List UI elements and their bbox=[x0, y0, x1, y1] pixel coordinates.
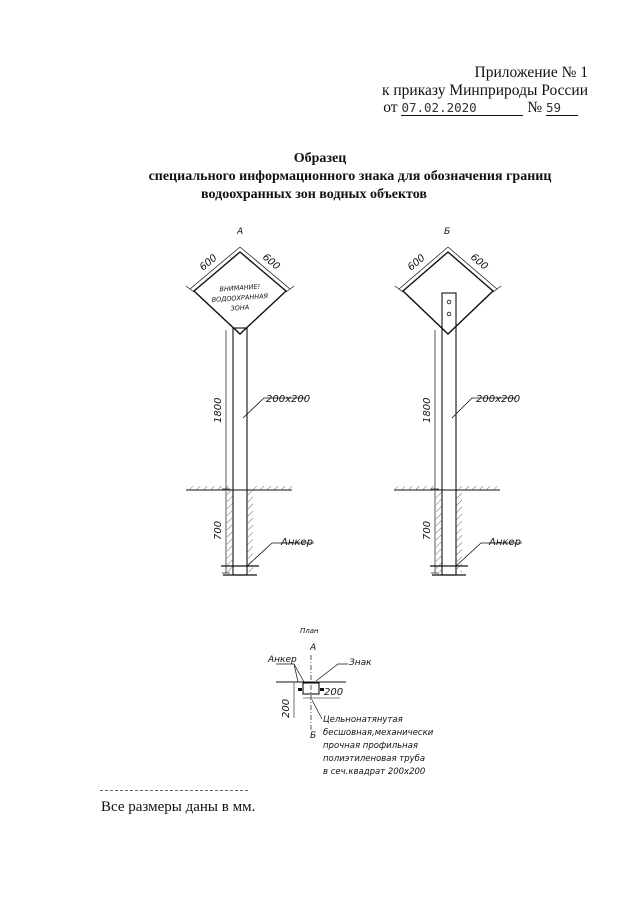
plan-anchor-label: Анкер bbox=[267, 655, 297, 665]
plan-sign-label: Знак bbox=[349, 658, 372, 668]
plan-title: План bbox=[300, 627, 319, 635]
post-a-size: 200х200 bbox=[266, 394, 310, 405]
plan-post bbox=[302, 682, 320, 695]
doc-subtitle-line2: водоохранных зон водных объектов bbox=[201, 187, 427, 202]
doc-subtitle-line1: специального информационного знака для о… bbox=[148, 169, 552, 184]
anchor-a-label: Анкер bbox=[280, 537, 313, 548]
sign-a-text-2: ВОДООХРАННАЯ bbox=[211, 292, 268, 304]
drawing-b-label: Б bbox=[444, 227, 450, 237]
dim-b-depth: 700 bbox=[422, 521, 433, 540]
number-prefix: № bbox=[527, 99, 543, 116]
plan-note-3: прочная профильная bbox=[323, 741, 418, 751]
plan-size-h: 200 bbox=[324, 687, 343, 698]
plan-note-1: Цельнонатянутая bbox=[323, 715, 403, 725]
drawing-a: А 600 600 ВНИМАНИЕ! ВОДООХРАННАЯ ЗОНА 18… bbox=[185, 227, 314, 576]
order-reference: к приказу Минприроды России bbox=[381, 82, 588, 99]
dim-a-height: 1800 bbox=[213, 398, 224, 423]
drawing-a-label: А bbox=[236, 227, 243, 237]
date-prefix: от bbox=[383, 99, 398, 116]
post-b-size: 200х200 bbox=[476, 394, 520, 405]
plan-mark-a: А bbox=[309, 643, 316, 653]
sign-a-text-1: ВНИМАНИЕ! bbox=[219, 283, 261, 294]
doc-title: Образец bbox=[293, 151, 347, 166]
plan-mark-b: Б bbox=[310, 731, 316, 741]
order-number: 59 bbox=[546, 100, 578, 116]
dim-b-height: 1800 bbox=[422, 398, 433, 423]
dim-a-depth: 700 bbox=[213, 521, 224, 540]
plan-view: План А Анкер Знак 200 200 Б Цельнонатяну… bbox=[267, 627, 434, 777]
plan-size-v: 200 bbox=[281, 699, 292, 718]
sign-a-text-3: ЗОНА bbox=[230, 303, 249, 312]
dim-a-right: 600 bbox=[260, 252, 282, 273]
sign-a-diamond bbox=[192, 251, 288, 335]
footnote-separator bbox=[100, 790, 248, 791]
order-date: 07.02.2020 bbox=[401, 100, 524, 116]
plan-note-5: в сеч.квадрат 200х200 bbox=[323, 767, 425, 777]
drawing-b: Б 600 600 1800 700 200х200 Анкер bbox=[394, 227, 522, 576]
anchor-b-label: Анкер bbox=[488, 537, 521, 548]
order-date-line: от 07.02.2020 № 59 bbox=[383, 99, 578, 117]
post-b bbox=[441, 292, 457, 576]
dim-a-left: 600 bbox=[198, 253, 220, 274]
post-a bbox=[232, 327, 248, 576]
plan-note-4: полиэтиленовая труба bbox=[323, 754, 425, 764]
appendix-number: Приложение № 1 bbox=[474, 64, 588, 81]
footnote: Все размеры даны в мм. bbox=[101, 799, 256, 815]
dim-b-right: 600 bbox=[468, 252, 490, 273]
plan-note-2: бесшовная,механически bbox=[323, 728, 434, 738]
dim-b-left: 600 bbox=[406, 253, 428, 274]
